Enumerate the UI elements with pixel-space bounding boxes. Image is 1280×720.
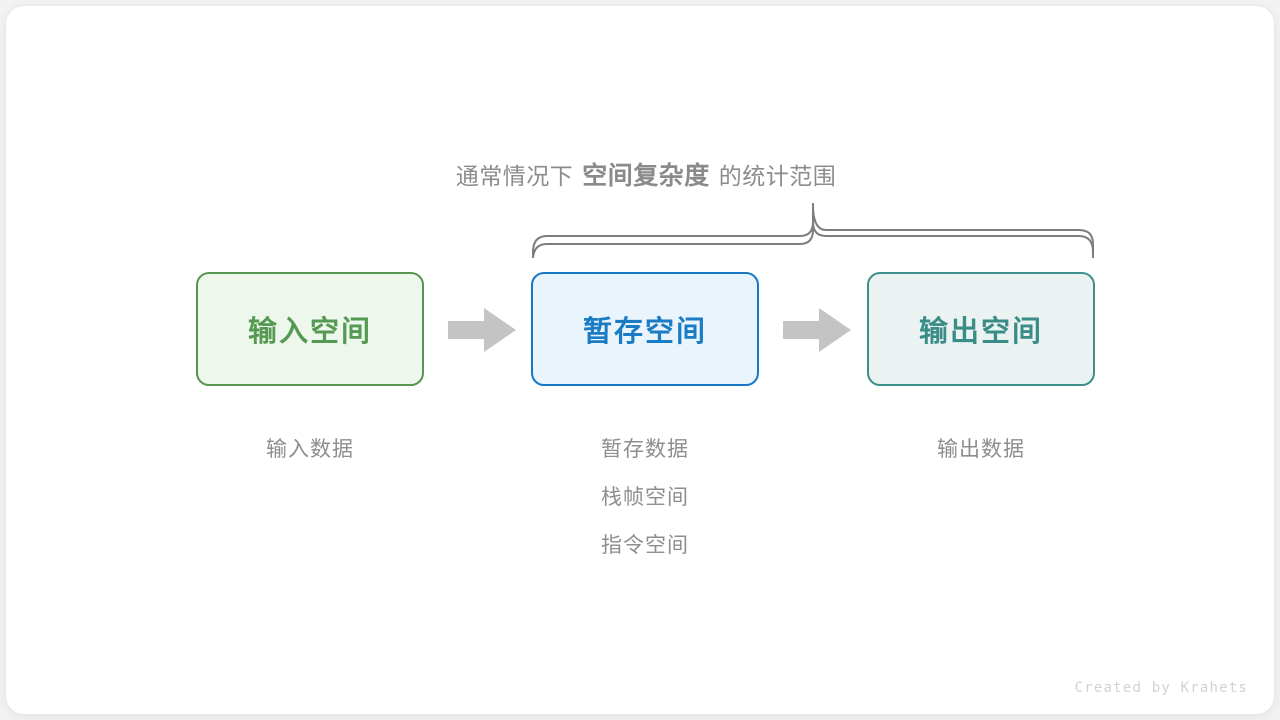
box-temp-space[interactable]: 暂存空间: [531, 272, 759, 386]
caption-column-output: 输出数据: [867, 426, 1095, 474]
caption-temp-1: 栈帧空间: [601, 486, 689, 509]
box-output-space-label: 输出空间: [918, 316, 1043, 348]
page-title-prefix: 通常情况下: [455, 163, 574, 189]
box-input-space[interactable]: 输入空间: [196, 272, 424, 386]
slide-card: 通常情况下空间复杂度的统计范围 输入空间 暂存空间 输出空间: [6, 6, 1274, 714]
curly-brace-icon: [532, 203, 1094, 258]
watermark-credit: Created by Krahets: [1074, 680, 1248, 696]
box-output-space[interactable]: 输出空间: [867, 272, 1095, 386]
block-arrow-right-icon: [448, 308, 516, 352]
caption-input-0: 输入数据: [266, 438, 354, 461]
box-temp-space-label: 暂存空间: [582, 316, 707, 348]
captions-row: 输入数据 暂存数据 栈帧空间 指令空间 输出数据: [6, 426, 1280, 576]
page-title: 通常情况下空间复杂度的统计范围: [6, 156, 1280, 192]
arrow-temp-to-output: [783, 308, 851, 352]
scope-brace: [521, 202, 1106, 258]
caption-temp-2: 指令空间: [601, 534, 689, 557]
block-arrow-right-icon: [783, 308, 851, 352]
caption-output-0: 输出数据: [937, 438, 1025, 461]
caption-column-input: 输入数据: [196, 426, 424, 474]
caption-column-temp: 暂存数据 栈帧空间 指令空间: [531, 426, 759, 570]
arrow-input-to-temp: [448, 308, 516, 352]
box-input-space-label: 输入空间: [247, 316, 372, 348]
page-title-emphasis: 空间复杂度: [582, 162, 710, 190]
caption-temp-0: 暂存数据: [601, 438, 689, 461]
space-boxes-row: 输入空间 暂存空间 输出空间: [6, 272, 1280, 388]
page-title-suffix: 的统计范围: [718, 163, 837, 189]
